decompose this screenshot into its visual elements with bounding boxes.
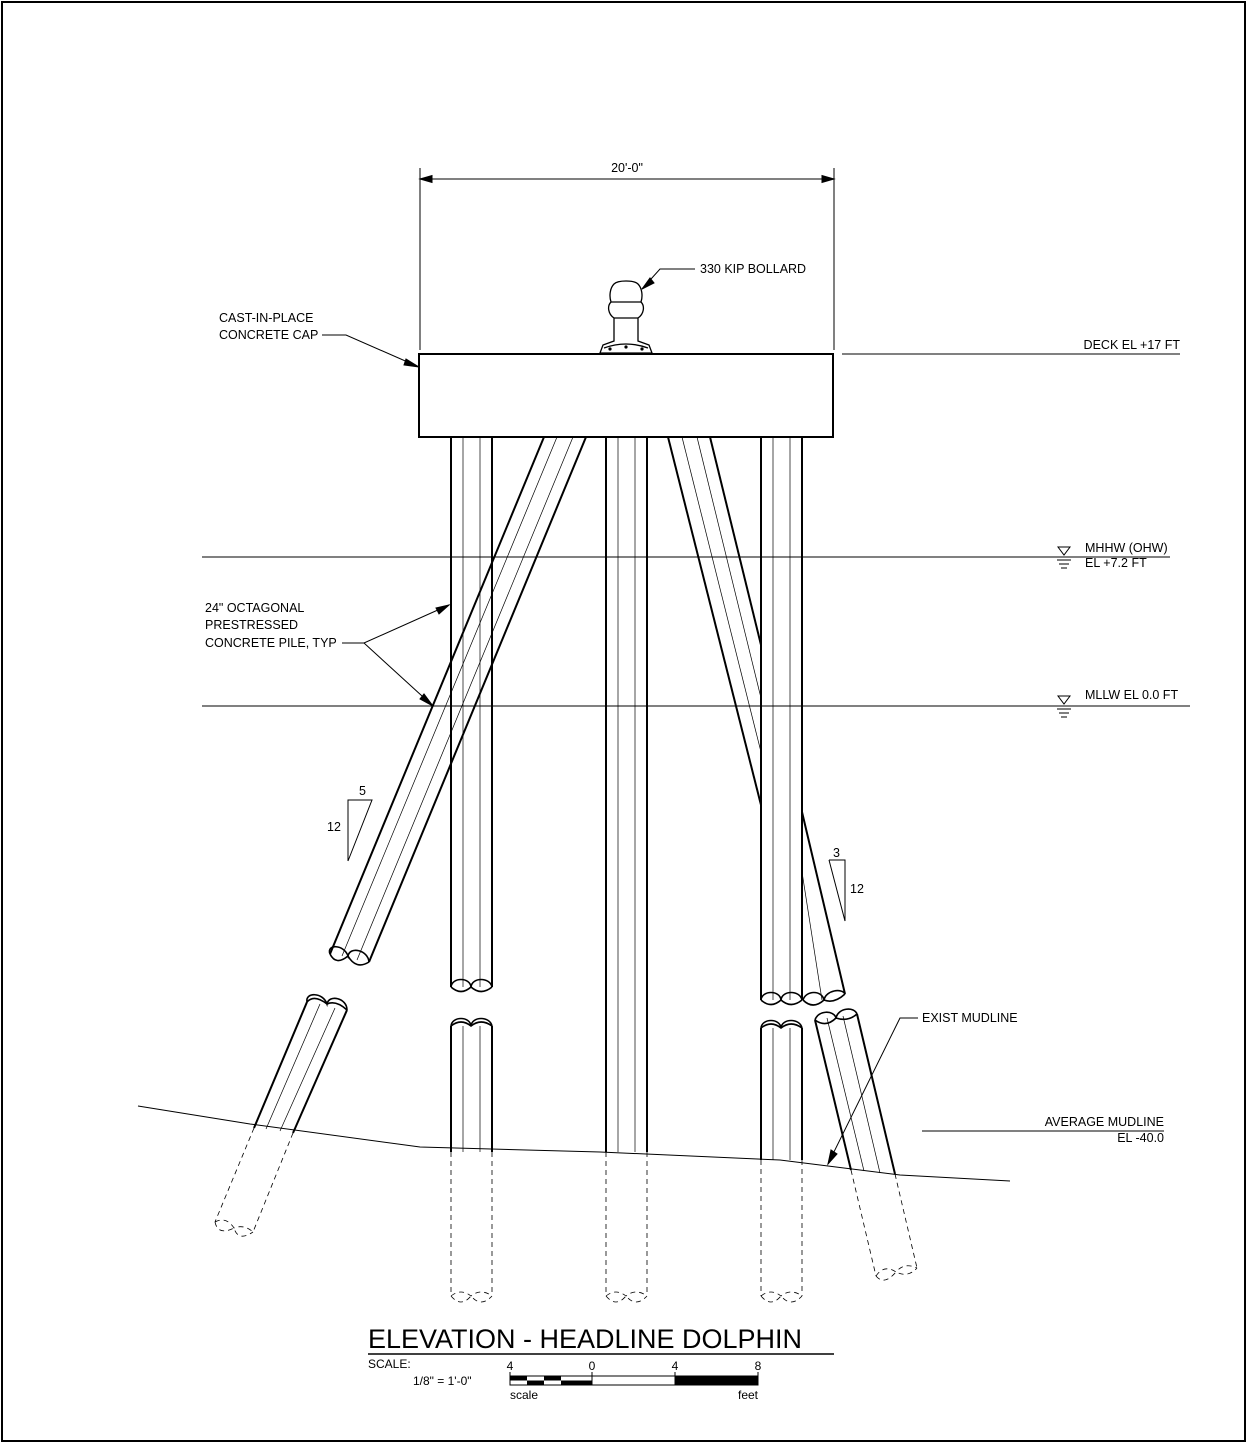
scale-heading: SCALE:	[368, 1357, 411, 1371]
piles	[214, 436, 918, 1303]
scale-word: scale	[510, 1388, 538, 1402]
mhhw-label-line-1: MHHW (OHW)	[1085, 541, 1168, 555]
scale-tick-2: 0	[589, 1359, 596, 1373]
leaders	[322, 268, 918, 1166]
reference-lines	[137, 353, 1190, 1182]
exist-mudline-label: EXIST MUDLINE	[922, 1011, 1018, 1025]
scale-tick-1: 4	[507, 1359, 514, 1373]
units-word: feet	[738, 1388, 759, 1402]
mhhw-water-symbol	[1057, 546, 1071, 569]
scale-tick-4: 8	[755, 1359, 762, 1373]
avg-mudline-label-line-2: EL -40.0	[1117, 1131, 1164, 1145]
pile-right-vertical	[760, 437, 803, 1303]
cap-label-line-2: CONCRETE CAP	[219, 328, 318, 342]
bollard-label: 330 KIP BOLLARD	[700, 262, 806, 276]
exist-mudline-leader	[827, 1017, 918, 1165]
batter-right-rise: 12	[850, 882, 864, 896]
drawing-title: ELEVATION - HEADLINE DOLPHIN	[368, 1324, 802, 1354]
batter-right-run: 3	[833, 846, 840, 860]
cap-leader	[322, 334, 420, 368]
existing-mudline	[137, 1105, 1011, 1182]
scale-ratio: 1/8" = 1'-0"	[413, 1374, 472, 1388]
mllw-water-symbol	[1057, 695, 1071, 718]
concrete-cap	[418, 353, 834, 438]
deck-elevation-label: DECK EL +17 FT	[1084, 338, 1181, 352]
batter-left-rise: 12	[327, 820, 341, 834]
avg-mudline-label-line-1: AVERAGE MUDLINE	[1045, 1115, 1164, 1129]
pile-left-vertical	[450, 437, 493, 1303]
cap-label-line-1: CAST-IN-PLACE	[219, 311, 313, 325]
batter-triangle-left	[347, 799, 373, 862]
overall-width-dimension	[418, 168, 836, 350]
mllw-label: MLLW EL 0.0 FT	[1085, 688, 1178, 702]
dimension-label: 20'-0"	[611, 161, 643, 175]
bollard-icon	[599, 280, 653, 354]
pile-leader	[342, 604, 450, 644]
pile-label-line-3: CONCRETE PILE, TYP	[205, 636, 337, 650]
pile-right-batter	[667, 436, 918, 1281]
pile-center-vertical	[605, 437, 648, 1303]
scale-tick-3: 4	[672, 1359, 679, 1373]
pile-left-batter	[214, 436, 587, 1237]
batter-triangle-right	[828, 859, 846, 922]
mhhw-label-line-2: EL +7.2 FT	[1085, 556, 1147, 570]
pile-label-line-2: PRESTRESSED	[205, 618, 298, 632]
batter-left-run: 5	[359, 784, 366, 798]
pile-label-line-1: 24" OCTAGONAL	[205, 601, 304, 615]
graphic-scale-bar	[509, 1372, 759, 1386]
